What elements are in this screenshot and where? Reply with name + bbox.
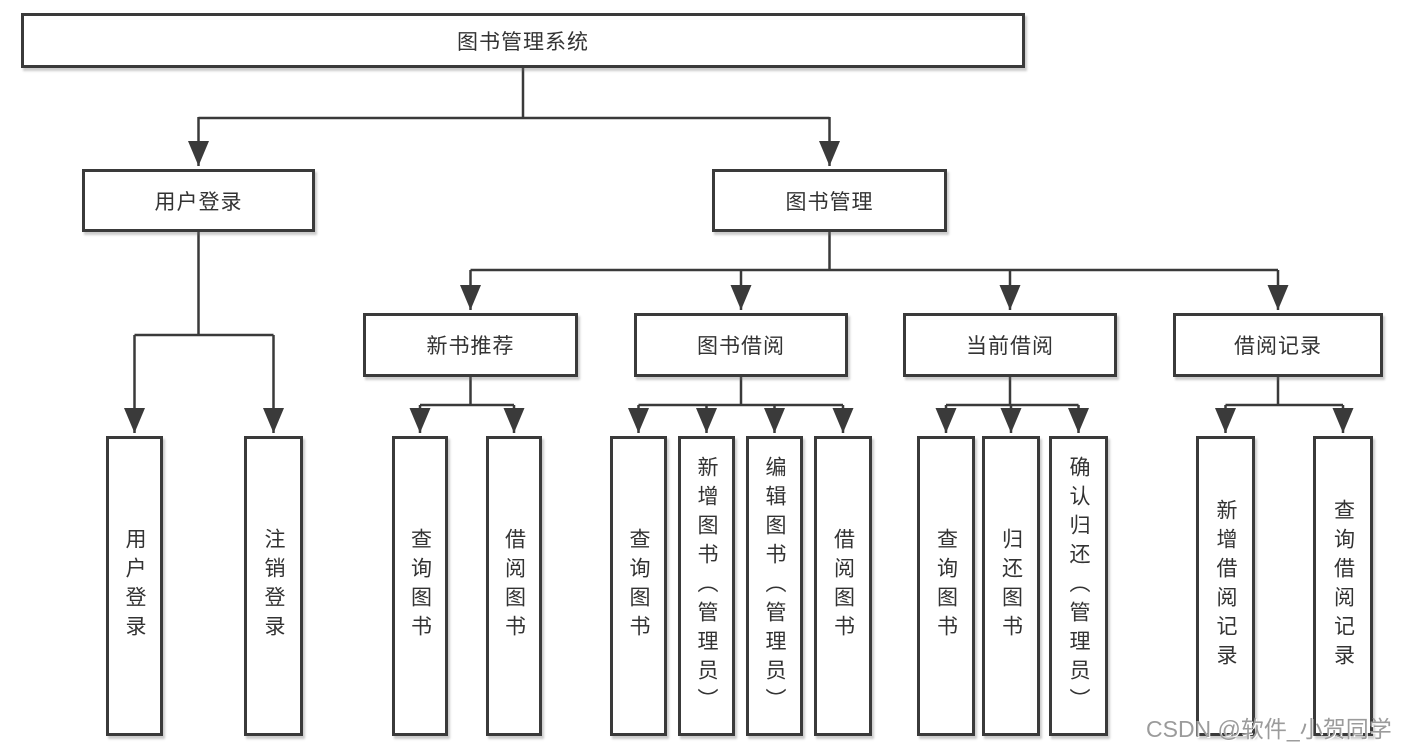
leaf-query-borrow-record: 查询借阅记录 (1313, 436, 1373, 736)
node-root: 图书管理系统 (21, 13, 1025, 68)
node-user-login-label: 用户登录 (154, 190, 243, 214)
node-current-borrow-label: 当前借阅 (966, 335, 1054, 358)
node-book-management-label: 图书管理 (785, 190, 874, 214)
node-new-book-recommend: 新书推荐 (363, 313, 578, 377)
leaf-add-borrow-record-label: 新增借阅记录 (1214, 499, 1237, 673)
node-current-borrow: 当前借阅 (903, 313, 1117, 377)
leaf-query-books-borrow: 查询图书 (610, 436, 667, 736)
leaf-query-books-borrow-label: 查询图书 (627, 528, 650, 644)
node-new-book-recommend-label: 新书推荐 (426, 335, 515, 358)
node-book-borrow: 图书借阅 (634, 313, 848, 377)
node-root-label: 图书管理系统 (457, 30, 589, 54)
leaf-add-book-admin: 新增图书（管理员） (678, 436, 735, 736)
csdn-watermark: CSDN @软件_小贺同学 (1146, 716, 1392, 742)
leaf-return-book: 归还图书 (982, 436, 1040, 736)
leaf-borrow-books: 借阅图书 (814, 436, 872, 736)
leaf-add-borrow-record: 新增借阅记录 (1196, 436, 1255, 736)
node-book-borrow-label: 图书借阅 (697, 335, 785, 358)
node-borrow-records-label: 借阅记录 (1234, 335, 1322, 358)
leaf-confirm-return-admin-label: 确认归还（管理员） (1067, 455, 1090, 717)
leaf-return-book-label: 归还图书 (999, 528, 1023, 644)
leaf-borrow-books-label: 借阅图书 (831, 528, 855, 644)
connector-group (124, 68, 1354, 433)
leaf-add-book-admin-label: 新增图书（管理员） (695, 455, 718, 717)
leaf-edit-book-admin: 编辑图书（管理员） (746, 436, 803, 736)
leaf-query-books-recommend-label: 查询图书 (408, 528, 432, 644)
leaf-query-books-current: 查询图书 (917, 436, 975, 736)
leaf-borrow-books-recommend-label: 借阅图书 (502, 528, 526, 644)
leaf-query-borrow-record-label: 查询借阅记录 (1331, 499, 1355, 673)
leaf-borrow-books-recommend: 借阅图书 (486, 436, 542, 736)
leaf-query-books-recommend: 查询图书 (392, 436, 448, 736)
node-borrow-records: 借阅记录 (1173, 313, 1383, 377)
leaf-logout-login-label: 注销登录 (262, 528, 285, 644)
leaf-query-books-current-label: 查询图书 (934, 528, 958, 644)
leaf-user-login-label: 用户登录 (123, 528, 146, 644)
leaf-confirm-return-admin: 确认归还（管理员） (1049, 436, 1108, 736)
leaf-logout-login: 注销登录 (244, 436, 303, 736)
leaf-user-login: 用户登录 (106, 436, 163, 736)
node-user-login: 用户登录 (82, 169, 315, 232)
node-book-management: 图书管理 (712, 169, 947, 232)
leaf-edit-book-admin-label: 编辑图书（管理员） (763, 455, 786, 717)
